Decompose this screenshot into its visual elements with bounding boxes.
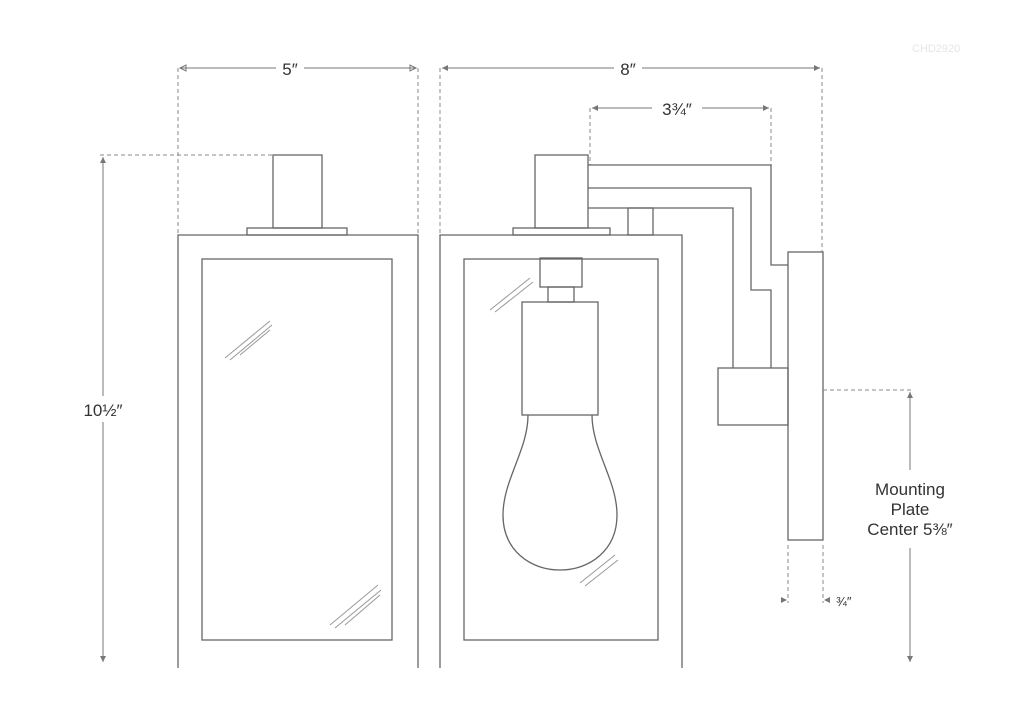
plate-depth-label: ¾″ [836, 594, 852, 609]
side-view: 8″ 3¾″ ¾″ Mounting Plate Center 5⅜″ [439, 56, 953, 668]
height-label: 10½″ [83, 401, 122, 420]
watermark: CHD2920 [912, 43, 960, 55]
side-depth-label: 8″ [620, 60, 635, 79]
mounting-label-line2: Plate [891, 500, 930, 519]
front-width-label: 5″ [282, 60, 297, 79]
mounting-label-line1: Mounting [875, 480, 945, 499]
front-view: 5″ 10½″ [78, 56, 419, 668]
arm-extension-label: 3¾″ [662, 100, 692, 119]
mounting-label-line3: Center 5⅜″ [867, 520, 952, 539]
